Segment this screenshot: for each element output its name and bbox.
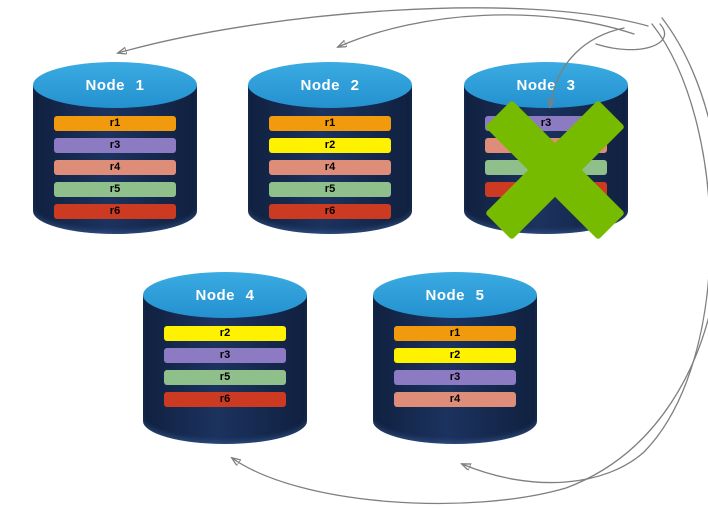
node-2-cylinder-top: Node 2 bbox=[248, 62, 412, 108]
node-2: Node 2 r1 r2 r4 r5 r6 bbox=[248, 62, 412, 234]
node-4-title: Node 4 bbox=[195, 286, 255, 304]
replica-row: r2 bbox=[164, 326, 286, 341]
arrow-node3-to-node2 bbox=[338, 14, 635, 47]
replica-row: r6 bbox=[54, 204, 176, 219]
replica-row: r1 bbox=[394, 326, 516, 341]
node-2-rows: r1 r2 r4 r5 r6 bbox=[269, 116, 391, 219]
replica-row: r5 bbox=[164, 370, 286, 385]
node-2-title: Node 2 bbox=[300, 76, 360, 94]
replica-row: r4 bbox=[269, 160, 391, 175]
node-1-cylinder-top: Node 1 bbox=[33, 62, 197, 108]
replica-row: r3 bbox=[394, 370, 516, 385]
replica-row: r4 bbox=[394, 392, 516, 407]
node-4-rows: r2 r3 r5 r6 bbox=[164, 326, 286, 407]
node-5-rows: r1 r2 r3 r4 bbox=[394, 326, 516, 407]
node-5-title: Node 5 bbox=[425, 286, 485, 304]
node-1-title: Node 1 bbox=[85, 76, 145, 94]
node-3-title: Node 3 bbox=[516, 76, 576, 94]
replica-row: r6 bbox=[269, 204, 391, 219]
failure-x-mark bbox=[473, 98, 637, 242]
node-5: Node 5 r1 r2 r3 r4 bbox=[373, 272, 537, 444]
replica-row: r3 bbox=[54, 138, 176, 153]
replica-row: r4 bbox=[54, 160, 176, 175]
replica-row: r5 bbox=[54, 182, 176, 197]
node-4-cylinder-top: Node 4 bbox=[143, 272, 307, 318]
node-4: Node 4 r2 r3 r5 r6 bbox=[143, 272, 307, 444]
replica-row: r3 bbox=[164, 348, 286, 363]
replica-row: r2 bbox=[394, 348, 516, 363]
replica-row: r1 bbox=[54, 116, 176, 131]
replica-row: r5 bbox=[269, 182, 391, 197]
node-1-rows: r1 r3 r4 r5 r6 bbox=[54, 116, 176, 219]
node-1: Node 1 r1 r3 r4 r5 r6 bbox=[33, 62, 197, 234]
replica-row: r1 bbox=[269, 116, 391, 131]
replica-row: r2 bbox=[269, 138, 391, 153]
node-5-cylinder-top: Node 5 bbox=[373, 272, 537, 318]
arrow-origin-swirl bbox=[595, 23, 666, 51]
arrow-node3-to-node1 bbox=[118, 7, 649, 53]
replica-row: r6 bbox=[164, 392, 286, 407]
